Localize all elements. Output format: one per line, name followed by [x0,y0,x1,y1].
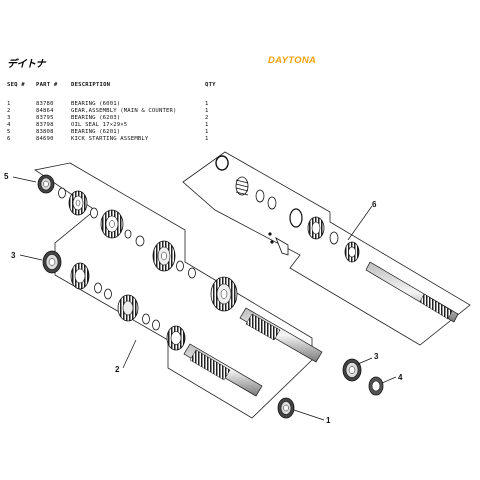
ratchet-gear-icon [307,216,325,240]
row-seq: 3 [7,115,11,121]
daytona-logo: DAYTONA [268,55,317,66]
oil-seal-icon [368,376,384,396]
counter-shaft-icon [183,343,263,397]
stopper-plate-icon [275,237,289,256]
callout-3-right: 3 [374,352,379,361]
gear-icon [210,276,238,312]
row-qty: 1 [205,129,209,135]
table-row: 6 84690 KICK STARTING ASSEMBLY 1 [0,136,480,142]
row-seq: 2 [7,108,11,114]
header-description: DESCRIPTION [71,82,111,88]
counter-shaft-parts [42,250,263,397]
row-seq: 1 [7,101,11,107]
washer-icon [267,196,277,210]
kick-gear-icon [344,241,360,263]
table-row: 3 83795 BEARING (6203) 2 [0,115,480,121]
row-part: 83808 [36,129,54,135]
row-qty: 1 [205,122,209,128]
kick-shaft-icon [365,261,459,323]
row-qty: 1 [205,136,209,142]
row-qty: 2 [205,115,209,121]
bearing-5201-icon [37,174,55,194]
kick-starter-parts [215,155,459,323]
row-description: BEARING (6001) [71,101,121,107]
table-row: 5 83808 BEARING (6201) 1 [0,129,480,135]
main-shaft-icon [239,307,323,363]
table-row: 1 83780 BEARING (6001) 1 [0,101,480,107]
gear-icon [117,294,139,322]
row-part: 84864 [36,108,54,114]
washer-icon [188,267,196,279]
spring-icon [235,176,249,196]
washer-icon [104,288,112,300]
row-seq: 4 [7,122,11,128]
spring-ring-icon [289,208,303,228]
bearing-6203-icon [342,358,362,382]
row-part: 83780 [36,101,54,107]
row-seq: 6 [7,136,11,142]
circlip-icon [215,155,229,171]
callout-4: 4 [398,373,403,382]
gear-icon [166,325,186,351]
row-qty: 1 [205,101,209,107]
bolt-icon [268,232,272,236]
header-seq: SEQ # [7,82,25,88]
washer-icon [176,260,184,272]
row-part: 83795 [36,115,54,121]
row-description: BEARING (6201) [71,129,121,135]
washer-icon [152,319,160,331]
row-description: OIL SEAL 17×29×5 [71,122,128,128]
main-shaft-parts [37,174,323,363]
header-part: PART # [36,82,58,88]
row-description: BEARING (6203) [71,115,121,121]
row-part: 84690 [36,136,54,142]
daytona-jp-logo: デイトナ [7,59,46,70]
callout-2: 2 [115,365,120,374]
row-description: KICK STARTING ASSEMBLY [71,136,149,142]
bearing-6001-icon [277,397,295,419]
bolt-icon [270,240,274,244]
header-qty: QTY [205,82,216,88]
washer-icon [58,187,66,199]
row-seq: 5 [7,129,11,135]
bearing-6203-icon [42,250,62,274]
washer-icon [142,313,150,325]
table-row: 4 83798 OIL SEAL 17×29×5 1 [0,122,480,128]
callout-5: 5 [4,172,9,181]
table-row: 2 84864 GEAR,ASSEMBLY (MAIN & COUNTER) 1 [0,108,480,114]
gear-icon [68,190,88,216]
callout-leaders [12,176,397,421]
gear-icon [152,240,176,272]
row-qty: 1 [205,108,209,114]
washer-icon [94,282,102,294]
collar-icon [135,235,145,247]
row-part: 83798 [36,122,54,128]
washer-icon [255,189,265,203]
callout-6: 6 [372,200,377,209]
kick-start-outline [182,151,471,346]
washer-icon [124,229,132,239]
washer-icon [329,231,339,245]
washer-icon [90,207,98,219]
gear-icon [70,262,90,290]
callout-1: 1 [326,416,331,425]
row-description: GEAR,ASSEMBLY (MAIN & COUNTER) [71,108,177,114]
gear-icon [100,209,124,239]
callout-3-left: 3 [11,251,16,260]
